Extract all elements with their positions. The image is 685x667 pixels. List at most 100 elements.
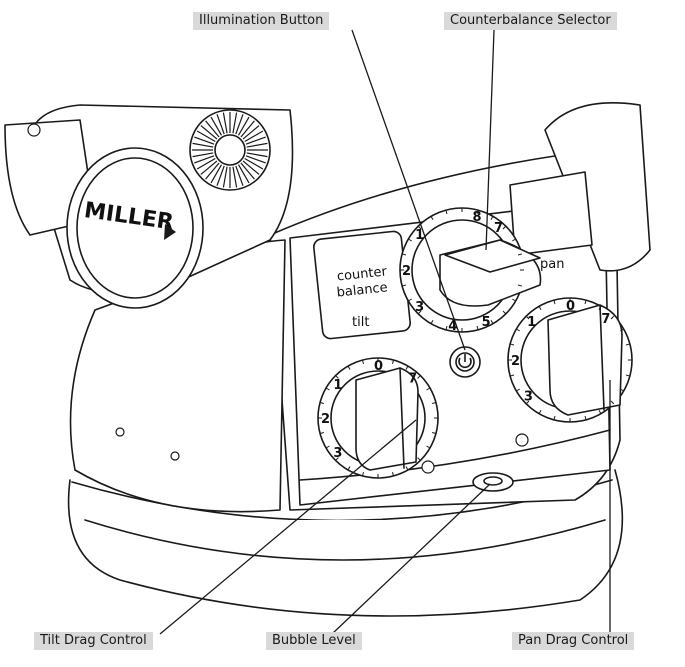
dial-tick bbox=[553, 299, 556, 305]
dial-tick bbox=[538, 409, 542, 414]
dial-tick bbox=[598, 306, 602, 311]
dial-tick bbox=[625, 343, 631, 346]
rosette-tooth bbox=[205, 120, 220, 138]
rosette-tooth bbox=[222, 166, 228, 188]
dial-tick bbox=[516, 328, 521, 332]
pan-knob bbox=[547, 304, 623, 416]
tilt-label: tilt bbox=[352, 315, 369, 330]
screw bbox=[421, 460, 435, 474]
dial-number: 0 bbox=[374, 359, 383, 374]
rosette-tooth bbox=[240, 162, 255, 180]
callout-counterbalance-selector: Counterbalance Selector bbox=[444, 12, 617, 30]
dial-tick bbox=[610, 315, 615, 320]
rosette-tooth bbox=[216, 114, 225, 135]
dial-tick bbox=[476, 325, 479, 331]
dial-number: 3 bbox=[524, 389, 533, 404]
dial-tick bbox=[430, 319, 434, 324]
dial-tick bbox=[405, 466, 409, 471]
callout-bubble-level: Bubble Level bbox=[266, 632, 362, 650]
pan-label: pan bbox=[540, 257, 564, 272]
dial-tick bbox=[502, 310, 507, 315]
dial-tick bbox=[509, 343, 515, 346]
dial-tick bbox=[584, 299, 587, 305]
dial-tick bbox=[408, 298, 413, 302]
dial-tick bbox=[319, 401, 325, 404]
leader-counterbalance bbox=[485, 29, 495, 251]
dial-tick bbox=[392, 359, 395, 365]
rosette-tooth bbox=[205, 162, 220, 180]
rosette-tooth bbox=[242, 160, 260, 175]
rosette-tooth bbox=[245, 136, 266, 145]
dial-tick bbox=[598, 409, 602, 414]
rosette-tooth bbox=[242, 125, 260, 140]
dial-number: 3 bbox=[333, 446, 342, 461]
dial-tick bbox=[319, 432, 325, 435]
dial-number: 1 bbox=[415, 228, 424, 243]
pan-knob-edge bbox=[599, 304, 605, 411]
dial-tick bbox=[525, 400, 530, 405]
rosette-tooth bbox=[245, 155, 266, 164]
dial-number: 8 bbox=[472, 210, 481, 225]
dial-tick bbox=[538, 306, 542, 311]
rosette-tooth bbox=[216, 165, 225, 186]
dial-ticks bbox=[318, 208, 632, 478]
base-ring-lower bbox=[84, 519, 606, 561]
dial-tick bbox=[490, 216, 494, 221]
logo-plate-inner bbox=[76, 157, 194, 299]
dial-tick bbox=[392, 471, 395, 477]
dial-tick bbox=[325, 445, 330, 449]
dial-tick bbox=[347, 466, 351, 471]
rosette-tooth bbox=[246, 142, 268, 148]
rosette-tooth bbox=[192, 152, 214, 158]
dial-tick bbox=[335, 375, 339, 379]
rosette-tooth bbox=[210, 116, 223, 136]
dial-number: 5 bbox=[482, 315, 491, 330]
right-upper-block bbox=[544, 102, 651, 272]
dial-tick bbox=[490, 319, 494, 324]
dial-tick bbox=[584, 415, 587, 421]
callout-tilt-drag-control: Tilt Drag Control bbox=[34, 632, 153, 650]
dial-number: 7 bbox=[408, 371, 417, 386]
dial-number: 7 bbox=[601, 312, 610, 327]
dial-number: 4 bbox=[448, 319, 457, 334]
cb-knob-top bbox=[444, 239, 541, 273]
leader-bubble bbox=[331, 483, 491, 635]
rosette-tooth bbox=[222, 112, 228, 134]
dial-tick bbox=[361, 471, 364, 477]
rosette-teeth bbox=[192, 112, 268, 188]
dial-tick bbox=[476, 209, 479, 215]
rosette-tooth bbox=[237, 116, 250, 136]
rosette-tooth bbox=[200, 160, 218, 175]
rosette-tooth bbox=[232, 166, 238, 188]
rosette-tooth bbox=[196, 157, 216, 170]
dial-tick bbox=[610, 400, 615, 405]
dial-number: 1 bbox=[333, 378, 342, 393]
dial-tick bbox=[405, 365, 409, 370]
rosette-tooth bbox=[232, 112, 238, 134]
dial-tick bbox=[619, 388, 624, 392]
rosette-tooth bbox=[192, 142, 214, 148]
bubble-level-vial bbox=[483, 476, 503, 486]
dial-tick bbox=[401, 253, 407, 256]
rosette-tooth bbox=[240, 120, 255, 138]
dial-tick bbox=[417, 225, 422, 230]
dial-number: 0 bbox=[566, 299, 575, 314]
leader-illumination bbox=[351, 29, 466, 351]
dial-tick bbox=[430, 216, 434, 221]
logo-arrow-icon bbox=[164, 224, 176, 240]
dial-tick bbox=[509, 374, 515, 377]
dial-tick bbox=[431, 432, 437, 435]
dial-number: 1 bbox=[527, 315, 536, 330]
rear-label-plate bbox=[509, 171, 593, 256]
rosette-tooth bbox=[210, 164, 223, 184]
dial-tick bbox=[325, 387, 330, 391]
dial-tick bbox=[516, 388, 521, 392]
dial-number: 3 bbox=[415, 300, 424, 315]
rosette-tooth bbox=[194, 136, 215, 145]
dial-tick bbox=[517, 284, 523, 287]
